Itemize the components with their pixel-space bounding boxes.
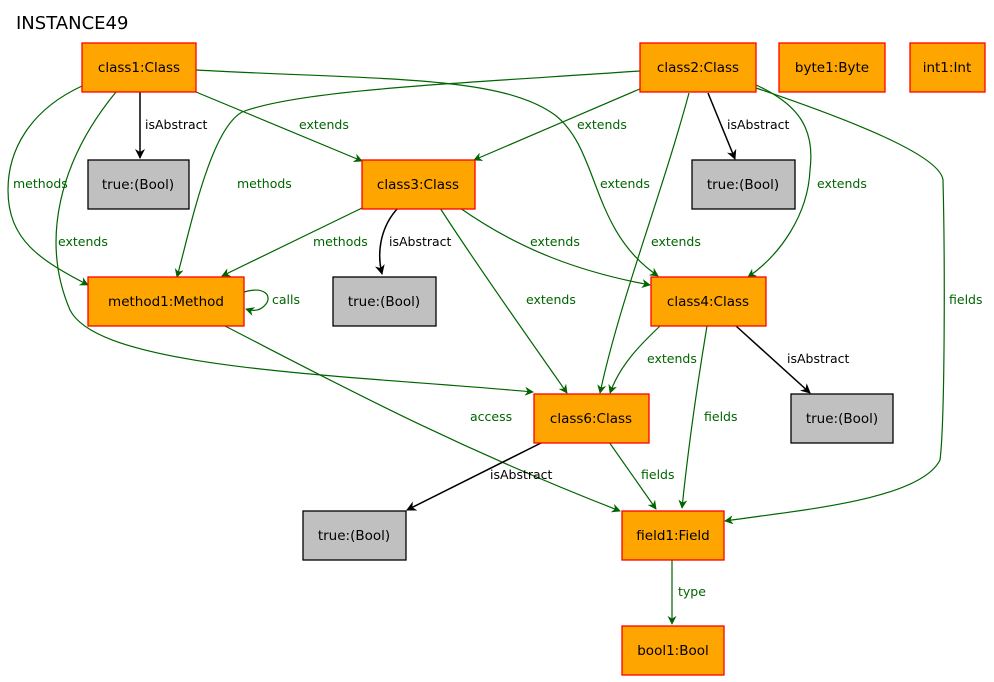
node-class3[interactable]: class3:Class	[361, 159, 476, 210]
edge-label: methods	[237, 176, 292, 191]
node-label: class4:Class	[667, 294, 749, 310]
node-class6[interactable]: class6:Class	[533, 393, 650, 444]
node-label: byte1:Byte	[795, 60, 869, 76]
edge-class2-methods-method1: methods	[174, 70, 641, 278]
edge-class3-isabstract: isAbstract	[374, 207, 452, 275]
edge-class6-fields-field1: fields	[608, 441, 674, 510]
edge-class1-extends-class4: extends	[195, 69, 659, 277]
edge-label: extends	[577, 117, 627, 132]
node-class1[interactable]: class1:Class	[81, 42, 197, 93]
edge-class4-extends-class6: extends	[608, 325, 697, 394]
node-label: true:(Bool)	[318, 528, 390, 544]
edge-label: fields	[704, 409, 737, 424]
node-class4[interactable]: class4:Class	[650, 276, 767, 327]
node-int1[interactable]: int1:Int	[909, 42, 986, 93]
edge-class4-fields-field1: fields	[678, 325, 737, 509]
edge-label: methods	[13, 176, 68, 191]
diagram-title: INSTANCE49	[16, 13, 128, 34]
node-label: class3:Class	[377, 177, 459, 193]
edge-label: isAbstract	[490, 467, 553, 482]
edge-class1-methods-method1: methods	[7, 85, 89, 286]
edge-class6-isabstract: isAbstract	[406, 441, 553, 511]
edge-label: access	[470, 409, 512, 424]
edge-class1-extends-class3: extends	[195, 91, 363, 163]
edge-class2-isabstract: isAbstract	[707, 92, 790, 160]
node-true-class6[interactable]: true:(Bool)	[302, 510, 407, 561]
node-field1[interactable]: field1:Field	[621, 510, 725, 561]
edge-class2-extends-class6: extends	[597, 92, 701, 394]
node-label: bool1:Bool	[637, 643, 709, 659]
node-label: class2:Class	[657, 60, 739, 76]
edge-class4-isabstract: isAbstract	[735, 325, 850, 394]
edge-label: extends	[647, 351, 697, 366]
node-label: method1:Method	[108, 294, 224, 310]
edge-class3-methods-method1: methods	[221, 207, 368, 277]
edge-label: extends	[817, 176, 867, 191]
node-label: int1:Int	[923, 60, 972, 76]
edge-label: isAbstract	[727, 117, 790, 132]
edge-method1-calls-method1: calls	[243, 289, 300, 316]
node-true-class3[interactable]: true:(Bool)	[332, 276, 437, 327]
node-bool1[interactable]: bool1:Bool	[621, 625, 725, 676]
node-true-class4[interactable]: true:(Bool)	[790, 393, 894, 444]
node-byte1[interactable]: byte1:Byte	[778, 42, 886, 93]
node-label: class1:Class	[98, 60, 180, 76]
edge-class1-isabstract: isAbstract	[135, 92, 208, 159]
edge-label: extends	[600, 176, 650, 191]
node-true-class2[interactable]: true:(Bool)	[691, 159, 796, 210]
edge-class3-extends-class6: extends	[439, 207, 576, 394]
node-label: true:(Bool)	[707, 177, 779, 193]
node-true-class1[interactable]: true:(Bool)	[87, 159, 190, 210]
edge-class2-fields-field1: fields	[724, 87, 982, 525]
edge-label: extends	[651, 234, 701, 249]
edge-class2-extends-class3: extends	[473, 87, 643, 161]
edge-label: isAbstract	[145, 117, 208, 132]
edge-label: type	[678, 584, 706, 599]
edge-label: extends	[530, 234, 580, 249]
edge-label: methods	[313, 234, 368, 249]
edge-class2-extends-class4: extends	[747, 84, 867, 278]
edge-label: isAbstract	[389, 234, 452, 249]
edge-class3-extends-class4: extends	[459, 207, 651, 288]
edge-label: extends	[299, 117, 349, 132]
node-label: true:(Bool)	[102, 177, 174, 193]
edge-label: extends	[58, 234, 108, 249]
edge-label: calls	[272, 292, 300, 307]
edge-label: isAbstract	[787, 351, 850, 366]
edge-label: fields	[949, 292, 982, 307]
node-label: true:(Bool)	[348, 294, 420, 310]
node-class2[interactable]: class2:Class	[639, 42, 757, 93]
edge-label: extends	[526, 292, 576, 307]
node-method1[interactable]: method1:Method	[87, 276, 245, 327]
node-label: field1:Field	[636, 528, 709, 544]
node-label: class6:Class	[550, 411, 632, 427]
edge-field1-type-bool1: type	[667, 559, 706, 625]
edge-method1-access-field1: access	[224, 325, 621, 513]
edge-label: fields	[641, 467, 674, 482]
edge-class1-extends-class6: extends	[55, 91, 534, 396]
node-label: true:(Bool)	[806, 411, 878, 427]
